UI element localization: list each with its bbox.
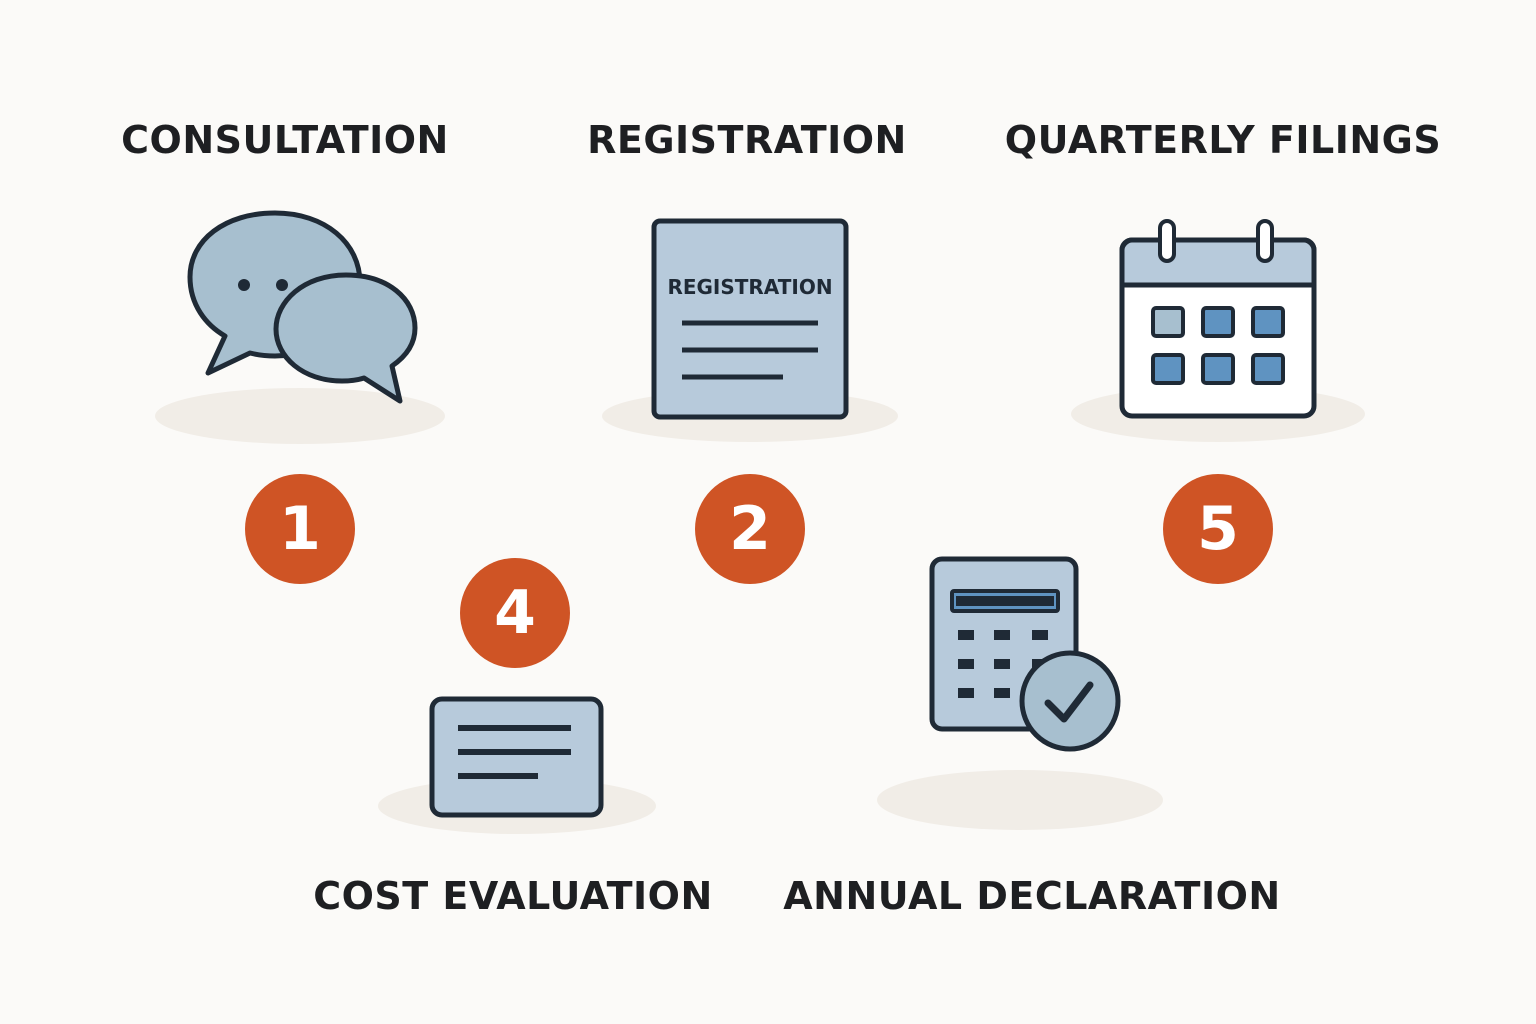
- step-title-consultation: CONSULTATION: [121, 118, 449, 162]
- step-badge-1: 1: [245, 474, 355, 584]
- document-heading: REGISTRATION: [667, 275, 833, 299]
- chat-bubbles-icon: [187, 210, 418, 404]
- step-badge-5: 5: [1163, 474, 1273, 584]
- registration-document-icon: [651, 218, 849, 420]
- icon-shadow: [877, 770, 1163, 830]
- step-title-cost-evaluation: COST EVALUATION: [313, 874, 713, 918]
- step-badge-2: 2: [695, 474, 805, 584]
- step-badge-4: 4: [460, 558, 570, 668]
- step-title-annual-declaration: ANNUAL DECLARATION: [783, 874, 1281, 918]
- calendar-icon: [1119, 219, 1317, 419]
- list-card-icon: [429, 696, 604, 818]
- step-title-registration: REGISTRATION: [587, 118, 907, 162]
- step-title-quarterly-filings: QUARTERLY FILINGS: [1004, 118, 1442, 162]
- calculator-check-icon: [929, 556, 1121, 752]
